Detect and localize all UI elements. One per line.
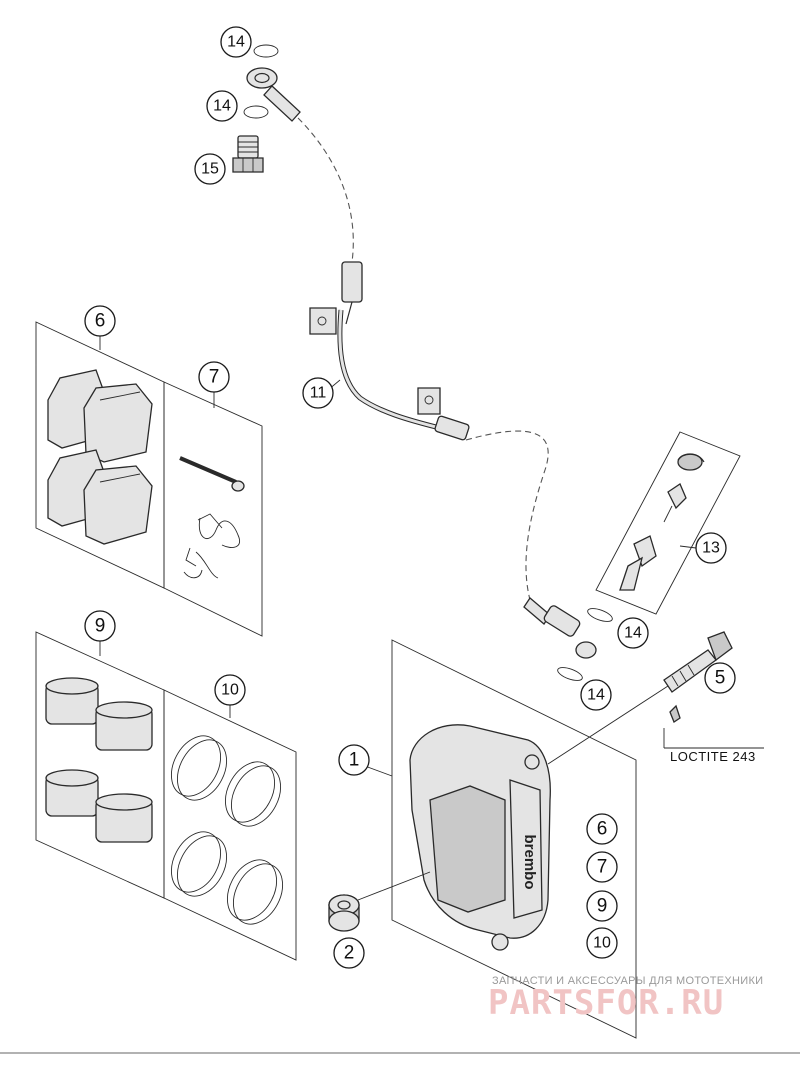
watermark-logo: PARTSFOR.RU [488, 983, 724, 1023]
seal-ring [224, 761, 282, 827]
svg-text:11: 11 [310, 385, 327, 402]
seal-ring [170, 735, 228, 801]
svg-text:14: 14 [624, 625, 642, 642]
callout-10: 10 [214, 674, 246, 706]
callout-5: 5 [704, 662, 736, 694]
sealing-washer-top [253, 44, 279, 58]
svg-text:13: 13 [702, 540, 720, 557]
callout-6-list: 6 [586, 813, 618, 845]
loctite-note: LOCTITE 243 [670, 749, 756, 764]
callout-9: 9 [84, 610, 116, 642]
caliper-bolt-5 [547, 631, 764, 765]
svg-text:6: 6 [597, 819, 608, 840]
seal-ring [170, 831, 228, 897]
svg-text:9: 9 [95, 616, 106, 637]
svg-text:7: 7 [597, 857, 608, 878]
brake-caliper: brembo [409, 724, 551, 951]
seals-panel [163, 689, 297, 961]
callout-10-list: 10 [586, 927, 618, 959]
piston [95, 701, 153, 751]
pistons-panel [35, 631, 165, 899]
svg-text:14: 14 [227, 34, 245, 51]
svg-text:2: 2 [344, 943, 355, 964]
callout-11: 11 [302, 377, 334, 409]
callout-2: 2 [333, 937, 365, 969]
callout-15: 15 [194, 153, 226, 185]
spacer-2 [328, 894, 360, 932]
piston [45, 769, 99, 817]
seal-ring [226, 859, 284, 925]
svg-text:7: 7 [209, 367, 220, 388]
svg-text:10: 10 [593, 935, 611, 952]
svg-text:9: 9 [597, 896, 608, 917]
callout-14-right-a: 14 [617, 617, 649, 649]
callout-7-list: 7 [586, 851, 618, 883]
svg-text:15: 15 [201, 161, 219, 178]
loctite-drop [669, 704, 681, 723]
svg-text:10: 10 [221, 682, 239, 699]
callout-14-top: 14 [220, 26, 252, 58]
brake-pads-panel [35, 321, 165, 589]
callout-6: 6 [84, 305, 116, 337]
callout-13: 13 [695, 532, 727, 564]
callout-14-mid: 14 [206, 90, 238, 122]
piston [45, 677, 99, 725]
svg-text:1: 1 [349, 750, 360, 771]
sealing-washer-mid [243, 105, 269, 119]
banjo-bolt-15 [232, 135, 264, 173]
watermark-caption: ЗАПЧАСТИ И АКСЕССУАРЫ ДЛЯ МОТОТЕХНИКИ [492, 975, 763, 987]
callout-9-list: 9 [586, 890, 618, 922]
svg-text:5: 5 [715, 668, 726, 689]
caliper-brand-label: brembo [521, 834, 538, 889]
callout-14-right-b: 14 [580, 679, 612, 711]
svg-text:6: 6 [95, 311, 106, 332]
svg-text:14: 14 [587, 687, 605, 704]
svg-text:14: 14 [213, 98, 231, 115]
callout-7: 7 [198, 361, 230, 393]
callout-1: 1 [338, 744, 370, 776]
caliper-panel: brembo [328, 639, 637, 1039]
piston [95, 793, 153, 843]
pad-pin-kit-panel [163, 381, 263, 637]
bleeder-kit-panel [595, 431, 741, 615]
brake-hose-11 [232, 44, 613, 681]
